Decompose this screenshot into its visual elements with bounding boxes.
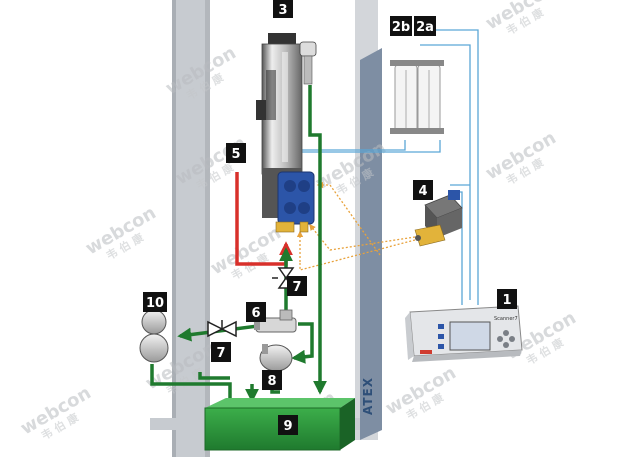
label-4: 4	[413, 180, 433, 200]
svg-text:10: 10	[146, 296, 164, 311]
svg-text:7: 7	[292, 280, 301, 295]
svg-text:6: 6	[251, 306, 260, 321]
svg-text:8: 8	[267, 374, 276, 389]
controller-display	[449, 321, 491, 351]
label-3: 3	[273, 0, 293, 18]
sensor-signals	[296, 181, 416, 271]
label-7-vertical: 7	[287, 276, 307, 296]
valve-horizontal	[207, 320, 237, 338]
svg-text:9: 9	[283, 419, 292, 434]
label-8: 8	[262, 370, 282, 390]
svg-text:3: 3	[278, 3, 287, 18]
collection-vessels	[139, 309, 169, 363]
label-1: 1	[497, 289, 517, 309]
atex-label: ATEX	[361, 377, 375, 415]
label-6: 6	[246, 302, 266, 322]
label-10: 10	[143, 292, 167, 312]
svg-text:7: 7	[216, 346, 225, 361]
label-7-horizontal: 7	[211, 342, 231, 362]
svg-text:4: 4	[418, 184, 427, 199]
svg-text:5: 5	[231, 147, 240, 162]
svg-text:2b: 2b	[392, 20, 410, 35]
background-walls	[150, 0, 382, 457]
label-2a: 2a	[414, 16, 436, 36]
pump-block	[275, 171, 315, 233]
controller-unit: Scanner7	[405, 305, 523, 362]
tank	[204, 398, 355, 451]
svg-text:1: 1	[502, 293, 511, 308]
label-2b: 2b	[390, 16, 412, 36]
svg-text:2a: 2a	[416, 20, 434, 35]
label-9: 9	[278, 415, 298, 435]
filter-assembly	[390, 60, 444, 134]
valve-actuator	[414, 190, 463, 247]
controller-brand: Scanner7	[494, 316, 518, 322]
filter-disk	[259, 344, 293, 372]
label-5: 5	[226, 143, 246, 163]
